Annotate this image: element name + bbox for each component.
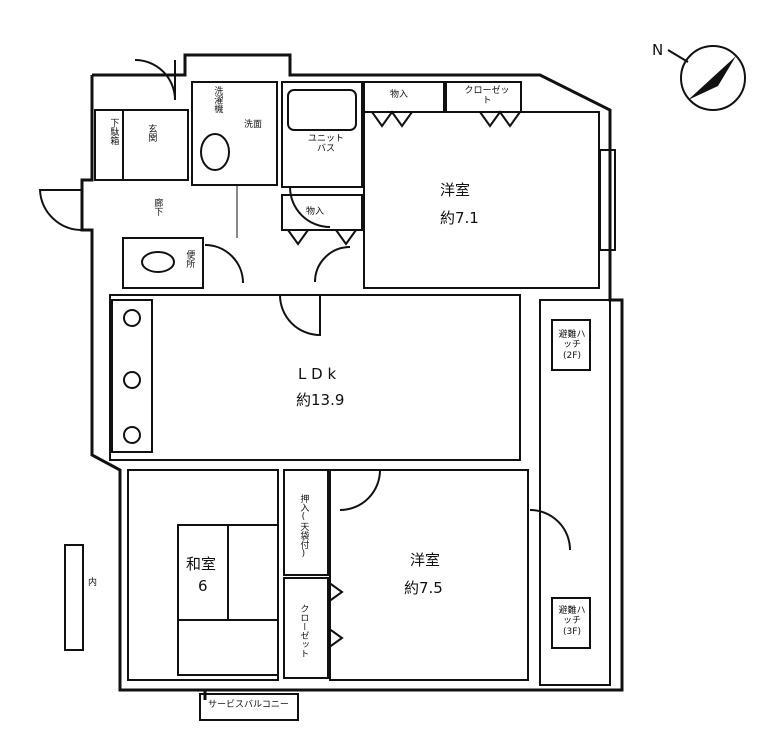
window-right bbox=[599, 149, 616, 251]
hallway-label: 廊下 bbox=[152, 198, 163, 216]
door-swing-storage bbox=[314, 246, 351, 283]
japanese-room-name: 和室 bbox=[186, 555, 217, 573]
japanese-room-outline bbox=[127, 469, 279, 681]
western-room-2-size: 約7.5 bbox=[404, 579, 443, 597]
door-swing-bath bbox=[289, 186, 331, 228]
storage-mid-outline bbox=[281, 194, 363, 231]
door-swing-top bbox=[134, 59, 176, 101]
hatch-bottom-label: 避難ハッチ(3F) bbox=[558, 606, 586, 637]
japanese-room-size: 6 bbox=[198, 577, 208, 595]
toilet-label: 便所 bbox=[184, 250, 195, 268]
balcony-label: サービスバルコニー bbox=[208, 700, 289, 710]
entrance-outline bbox=[122, 109, 189, 181]
western-room-1-size: 約7.1 bbox=[440, 209, 479, 227]
washer-label: 洗濯機 bbox=[212, 86, 223, 113]
window-left bbox=[64, 544, 84, 651]
closet-top-label: クローゼット bbox=[464, 86, 510, 107]
kitchen-counter bbox=[111, 299, 153, 453]
side-mark-label: 内 bbox=[88, 578, 98, 588]
sink-mark bbox=[123, 309, 141, 327]
tatami-2 bbox=[227, 524, 279, 621]
door-swing-western2 bbox=[339, 469, 381, 511]
western-room-2-outline bbox=[329, 469, 529, 681]
door-swing-entrance bbox=[38, 189, 83, 232]
toilet-bowl bbox=[141, 251, 175, 273]
oshiire-outline bbox=[283, 469, 329, 576]
bath-outline bbox=[281, 81, 363, 188]
bathtub bbox=[287, 89, 357, 131]
shoe-box-label: 下駄箱 bbox=[108, 118, 119, 145]
fridge-mark bbox=[123, 426, 141, 444]
washroom-outline bbox=[191, 81, 278, 186]
compass-icon bbox=[667, 45, 746, 111]
western-room-1-name: 洋室 bbox=[440, 181, 471, 199]
washbasin bbox=[200, 133, 230, 171]
hatch-top-label: 避難ハッチ(2F) bbox=[558, 330, 586, 361]
western-room-2-name: 洋室 bbox=[410, 551, 441, 569]
ldk-outline bbox=[109, 294, 521, 461]
unit-bath-label: ユニットバス bbox=[308, 134, 345, 155]
closet-doors-top bbox=[371, 110, 521, 128]
hatch-bottom-box bbox=[551, 597, 591, 649]
tatami-3 bbox=[177, 619, 279, 676]
door-swing-side bbox=[529, 509, 571, 551]
oshiire-label: 押入(天袋付) bbox=[298, 494, 309, 559]
closet-doors-bottom bbox=[327, 581, 344, 649]
stove-burner bbox=[123, 371, 141, 389]
compass: N bbox=[648, 38, 748, 118]
western-room-1-outline bbox=[363, 111, 600, 289]
door-swing-toilet bbox=[204, 244, 244, 284]
ldk-size: 約13.9 bbox=[296, 391, 345, 409]
door-swing-ldk bbox=[279, 294, 321, 337]
storage-top-label: 物入 bbox=[390, 90, 409, 100]
compass-label: N bbox=[652, 41, 664, 59]
side-balcony bbox=[539, 299, 611, 686]
ldk-name: L D k bbox=[298, 365, 337, 383]
outer-wall bbox=[92, 53, 624, 692]
washroom-label: 洗面 bbox=[244, 120, 263, 130]
storage-doors-mid bbox=[287, 229, 357, 246]
outer-wall-left bbox=[80, 75, 207, 700]
hatch-top-box bbox=[551, 319, 591, 371]
entrance-label: 玄関 bbox=[146, 124, 157, 142]
balcony-box bbox=[199, 693, 299, 721]
closet-bottom-label: クローゼット bbox=[298, 604, 309, 658]
toilet-outline bbox=[122, 237, 204, 289]
storage-mid-label: 物入 bbox=[306, 207, 325, 217]
